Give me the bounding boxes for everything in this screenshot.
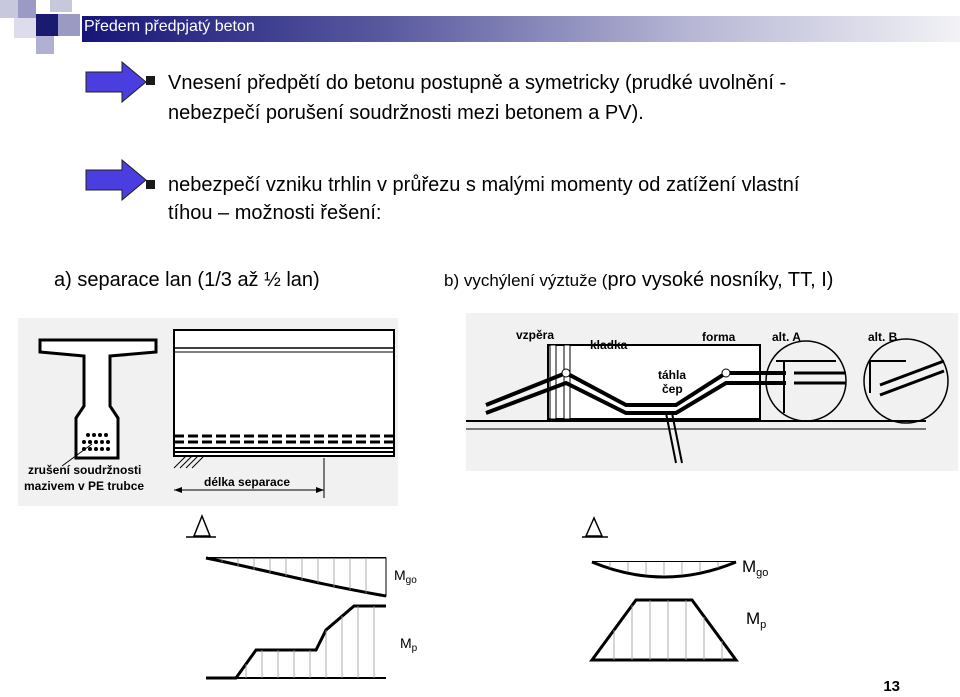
slide-title: Předem předpjatý beton [84, 18, 255, 35]
mp-label-a: Mp [400, 635, 418, 654]
option-b-prefix: b) vychýlení výztuže ( [444, 271, 608, 290]
tie-label: táhla [658, 368, 686, 382]
t-section [38, 338, 158, 460]
form-label: forma [702, 330, 736, 344]
page-number: 13 [883, 678, 900, 695]
figure-a-drawing: zrušení soudržnosti mazivem v PE trubce … [18, 318, 398, 506]
option-a-label: a) separace lan (1/3 až ½ lan) [54, 269, 320, 291]
option-b-label: b) vychýlení výztuže (pro vysoké nosníky… [444, 269, 833, 292]
moment-diagram-a: Mgo Mp [186, 513, 418, 680]
title-bar [82, 16, 960, 42]
alt-a-label: alt. A [772, 330, 801, 344]
bullet-square [146, 180, 155, 189]
mp-label-b: Mp [746, 609, 766, 631]
mgo-label-a: Mgo [394, 567, 417, 586]
alt-b-label: alt. B [868, 330, 898, 344]
bullet-1-line-1: Vnesení předpětí do betonu postupně a sy… [168, 72, 787, 94]
bullet-square [146, 76, 155, 85]
pulley-label: kladka [590, 338, 628, 352]
bullet-2-line-1: nebezpečí vzniku trhlin v průřezu s malý… [168, 174, 800, 196]
separation-length-label: délka separace [204, 475, 290, 489]
strand-dots [82, 433, 110, 451]
strut-label: vzpěra [516, 328, 554, 342]
arrow-icon [85, 158, 147, 202]
moment-diagram-b: Mgo Mp [582, 516, 768, 662]
bullet-2-line-2: tíhou – možnosti řešení: [168, 202, 382, 224]
arrow-icon [85, 60, 147, 104]
bullet-1-line-2: nebezpečí porušení soudržnosti mezi beto… [168, 102, 644, 124]
debond-label-2: mazivem v PE trubce [24, 479, 144, 493]
figure-b-drawing: vzpěra kladka forma alt. A alt. B táhla … [466, 313, 958, 471]
mgo-label-b: Mgo [742, 557, 768, 579]
pin-label: čep [662, 382, 683, 396]
option-b-suffix: pro vysoké nosníky, TT, I) [607, 269, 834, 291]
debond-label-1: zrušení soudržnosti [28, 463, 141, 477]
